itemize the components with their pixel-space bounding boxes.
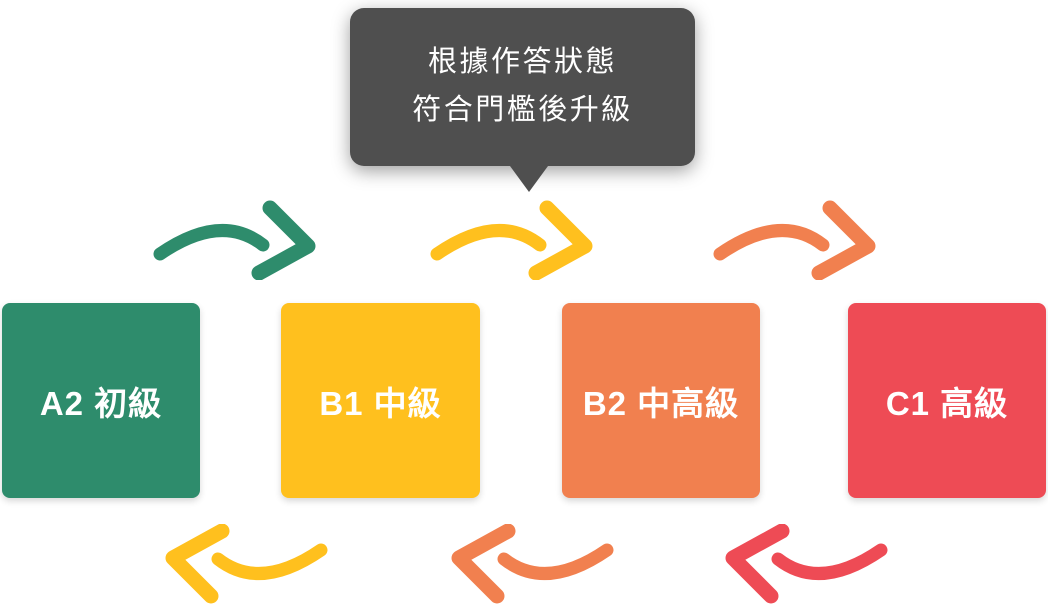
tooltip-line-2: 符合門檻後升級: [412, 94, 633, 126]
level-box-b1: B1 中級: [281, 303, 480, 498]
arrow-backward-b2-to-b1-icon: [451, 524, 614, 604]
arrow-forward-a2-to-b1-icon: [153, 200, 316, 280]
level-box-b2-label: B2 中高級: [582, 384, 740, 422]
upgrade-tooltip: 根據作答狀態 符合門檻後升級: [350, 8, 695, 192]
arrow-backward-c1-to-b2-icon: [725, 524, 888, 604]
arrow-backward-b1-to-a2-icon: [165, 524, 328, 604]
level-box-c1-label: C1 高級: [885, 384, 1009, 422]
arrow-forward-b2-to-c1-icon: [713, 200, 876, 280]
level-box-a2-label: A2 初級: [39, 384, 163, 422]
level-box-b2: B2 中高級: [562, 303, 760, 498]
tooltip-line-1: 根據作答狀態: [427, 46, 617, 79]
arrow-forward-b1-to-b2-icon: [430, 200, 593, 280]
level-box-a2: A2 初級: [2, 303, 200, 498]
level-box-b1-label: B1 中級: [319, 384, 442, 422]
tooltip-pointer-icon: [510, 166, 548, 192]
level-box-c1: C1 高級: [848, 303, 1046, 498]
